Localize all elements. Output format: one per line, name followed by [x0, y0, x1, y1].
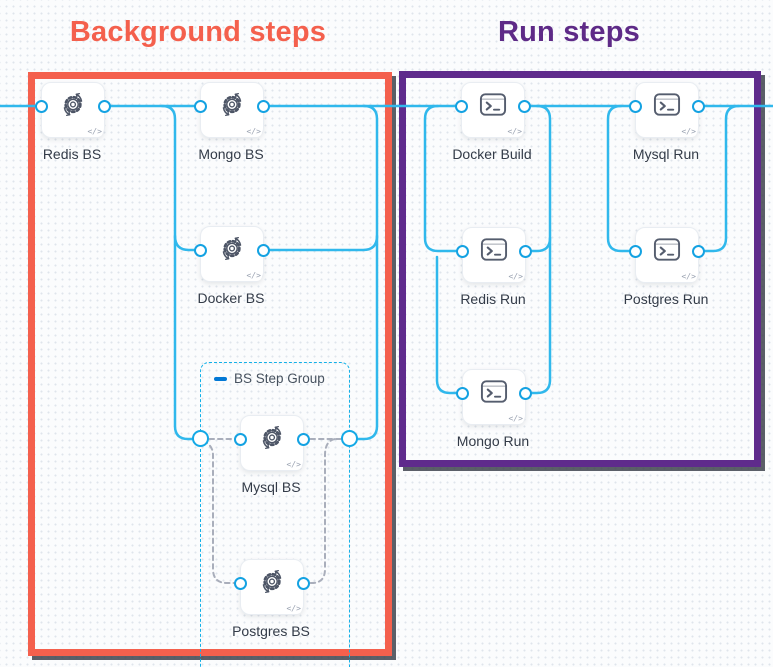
- terminal-icon: [479, 93, 507, 121]
- terminal-icon: [653, 238, 681, 266]
- out-port[interactable]: [519, 245, 532, 258]
- step-group-in-port[interactable]: [192, 430, 209, 447]
- node-docker-build[interactable]: </>: [455, 82, 531, 138]
- code-badge: </>: [507, 272, 524, 282]
- node-label: Mongo BS: [198, 146, 264, 162]
- code-badge: </>: [285, 460, 302, 470]
- in-port[interactable]: [629, 245, 642, 258]
- code-badge: </>: [680, 127, 697, 137]
- terminal-icon: [653, 93, 681, 121]
- node-redis-bs[interactable]: </>: [35, 82, 111, 138]
- out-port[interactable]: [98, 100, 111, 113]
- out-port[interactable]: [518, 100, 531, 113]
- node-label: Mysql Run: [632, 146, 700, 162]
- node-mongo-run[interactable]: </>: [456, 369, 532, 425]
- terminal-icon: [480, 380, 508, 408]
- bs-step-group-container[interactable]: [200, 362, 350, 667]
- in-port[interactable]: [234, 433, 247, 446]
- background-step-icon: [219, 91, 246, 123]
- in-port[interactable]: [194, 100, 207, 113]
- node-label: Redis Run: [460, 291, 526, 307]
- node-postgres-run[interactable]: </>: [629, 227, 705, 283]
- in-port[interactable]: [456, 387, 469, 400]
- background-step-icon: [259, 568, 286, 600]
- background-step-icon: [60, 91, 87, 123]
- code-badge: </>: [506, 127, 523, 137]
- in-port[interactable]: [234, 577, 247, 590]
- minus-icon[interactable]: [214, 377, 227, 381]
- node-label: Postgres BS: [232, 623, 310, 639]
- code-badge: </>: [245, 127, 262, 137]
- background-step-icon: [259, 424, 286, 456]
- node-mongo-bs[interactable]: </>: [194, 82, 270, 138]
- background-steps-title: Background steps: [69, 16, 327, 48]
- node-label: Docker Build: [452, 146, 532, 162]
- node-mysql-run[interactable]: </>: [629, 82, 705, 138]
- out-port[interactable]: [692, 100, 705, 113]
- background-steps-frame: [28, 72, 392, 656]
- out-port[interactable]: [519, 387, 532, 400]
- code-badge: </>: [507, 414, 524, 424]
- run-steps-frame: [399, 71, 761, 467]
- node-label: Postgres Run: [623, 291, 709, 307]
- in-port[interactable]: [194, 244, 207, 257]
- code-badge: </>: [285, 604, 302, 614]
- in-port[interactable]: [35, 100, 48, 113]
- in-port[interactable]: [455, 100, 468, 113]
- node-label: Mongo Run: [456, 433, 530, 449]
- node-redis-run[interactable]: </>: [456, 227, 532, 283]
- out-port[interactable]: [692, 245, 705, 258]
- run-steps-title: Run steps: [498, 16, 640, 48]
- node-label: Mysql BS: [241, 479, 301, 495]
- step-group-out-port[interactable]: [341, 430, 358, 447]
- out-port[interactable]: [297, 433, 310, 446]
- step-group-label: BS Step Group: [234, 371, 325, 386]
- node-label: Docker BS: [197, 290, 265, 306]
- node-postgres-bs[interactable]: </>: [234, 559, 310, 615]
- node-label: Redis BS: [42, 146, 102, 162]
- out-port[interactable]: [297, 577, 310, 590]
- in-port[interactable]: [456, 245, 469, 258]
- code-badge: </>: [680, 272, 697, 282]
- out-port[interactable]: [257, 100, 270, 113]
- terminal-icon: [480, 238, 508, 266]
- code-badge: </>: [245, 271, 262, 281]
- node-mysql-bs[interactable]: </>: [234, 415, 310, 471]
- in-port[interactable]: [629, 100, 642, 113]
- node-docker-bs[interactable]: </>: [194, 226, 270, 282]
- out-port[interactable]: [257, 244, 270, 257]
- code-badge: </>: [86, 127, 103, 137]
- background-step-icon: [219, 235, 246, 267]
